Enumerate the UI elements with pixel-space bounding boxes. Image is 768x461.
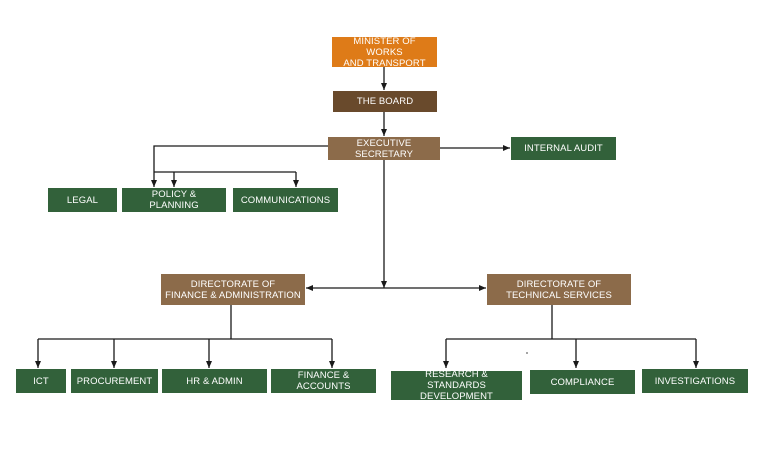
ict-box: ICT <box>16 369 66 393</box>
compliance-box: COMPLIANCE <box>530 370 635 394</box>
finance-administration-directorate-box: DIRECTORATE OF FINANCE & ADMINISTRATION <box>161 274 305 305</box>
procurement-box: PROCUREMENT <box>71 369 158 393</box>
executive-secretary-box: EXECUTIVE SECRETARY <box>328 137 440 160</box>
technical-services-directorate-box: DIRECTORATE OF TECHNICAL SERVICES <box>487 274 631 305</box>
communications-box: COMMUNICATIONS <box>233 188 338 212</box>
connector-executive-legal <box>151 145 328 187</box>
internal-audit-box: INTERNAL AUDIT <box>511 137 616 160</box>
board-box: THE BOARD <box>333 91 437 112</box>
finance-accounts-box: FINANCE & ACCOUNTS <box>271 369 376 393</box>
hr-admin-box: HR & ADMIN <box>162 369 267 393</box>
stray-dot <box>526 352 528 354</box>
research-standards-box: RESEARCH & STANDARDS DEVELOPMENT <box>391 369 522 402</box>
minister-box: MINISTER OF WORKS AND TRANSPORT <box>332 36 437 69</box>
policy-planning-box: POLICY & PLANNING <box>122 188 226 212</box>
investigations-box: INVESTIGATIONS <box>642 369 748 393</box>
legal-box: LEGAL <box>48 188 117 212</box>
